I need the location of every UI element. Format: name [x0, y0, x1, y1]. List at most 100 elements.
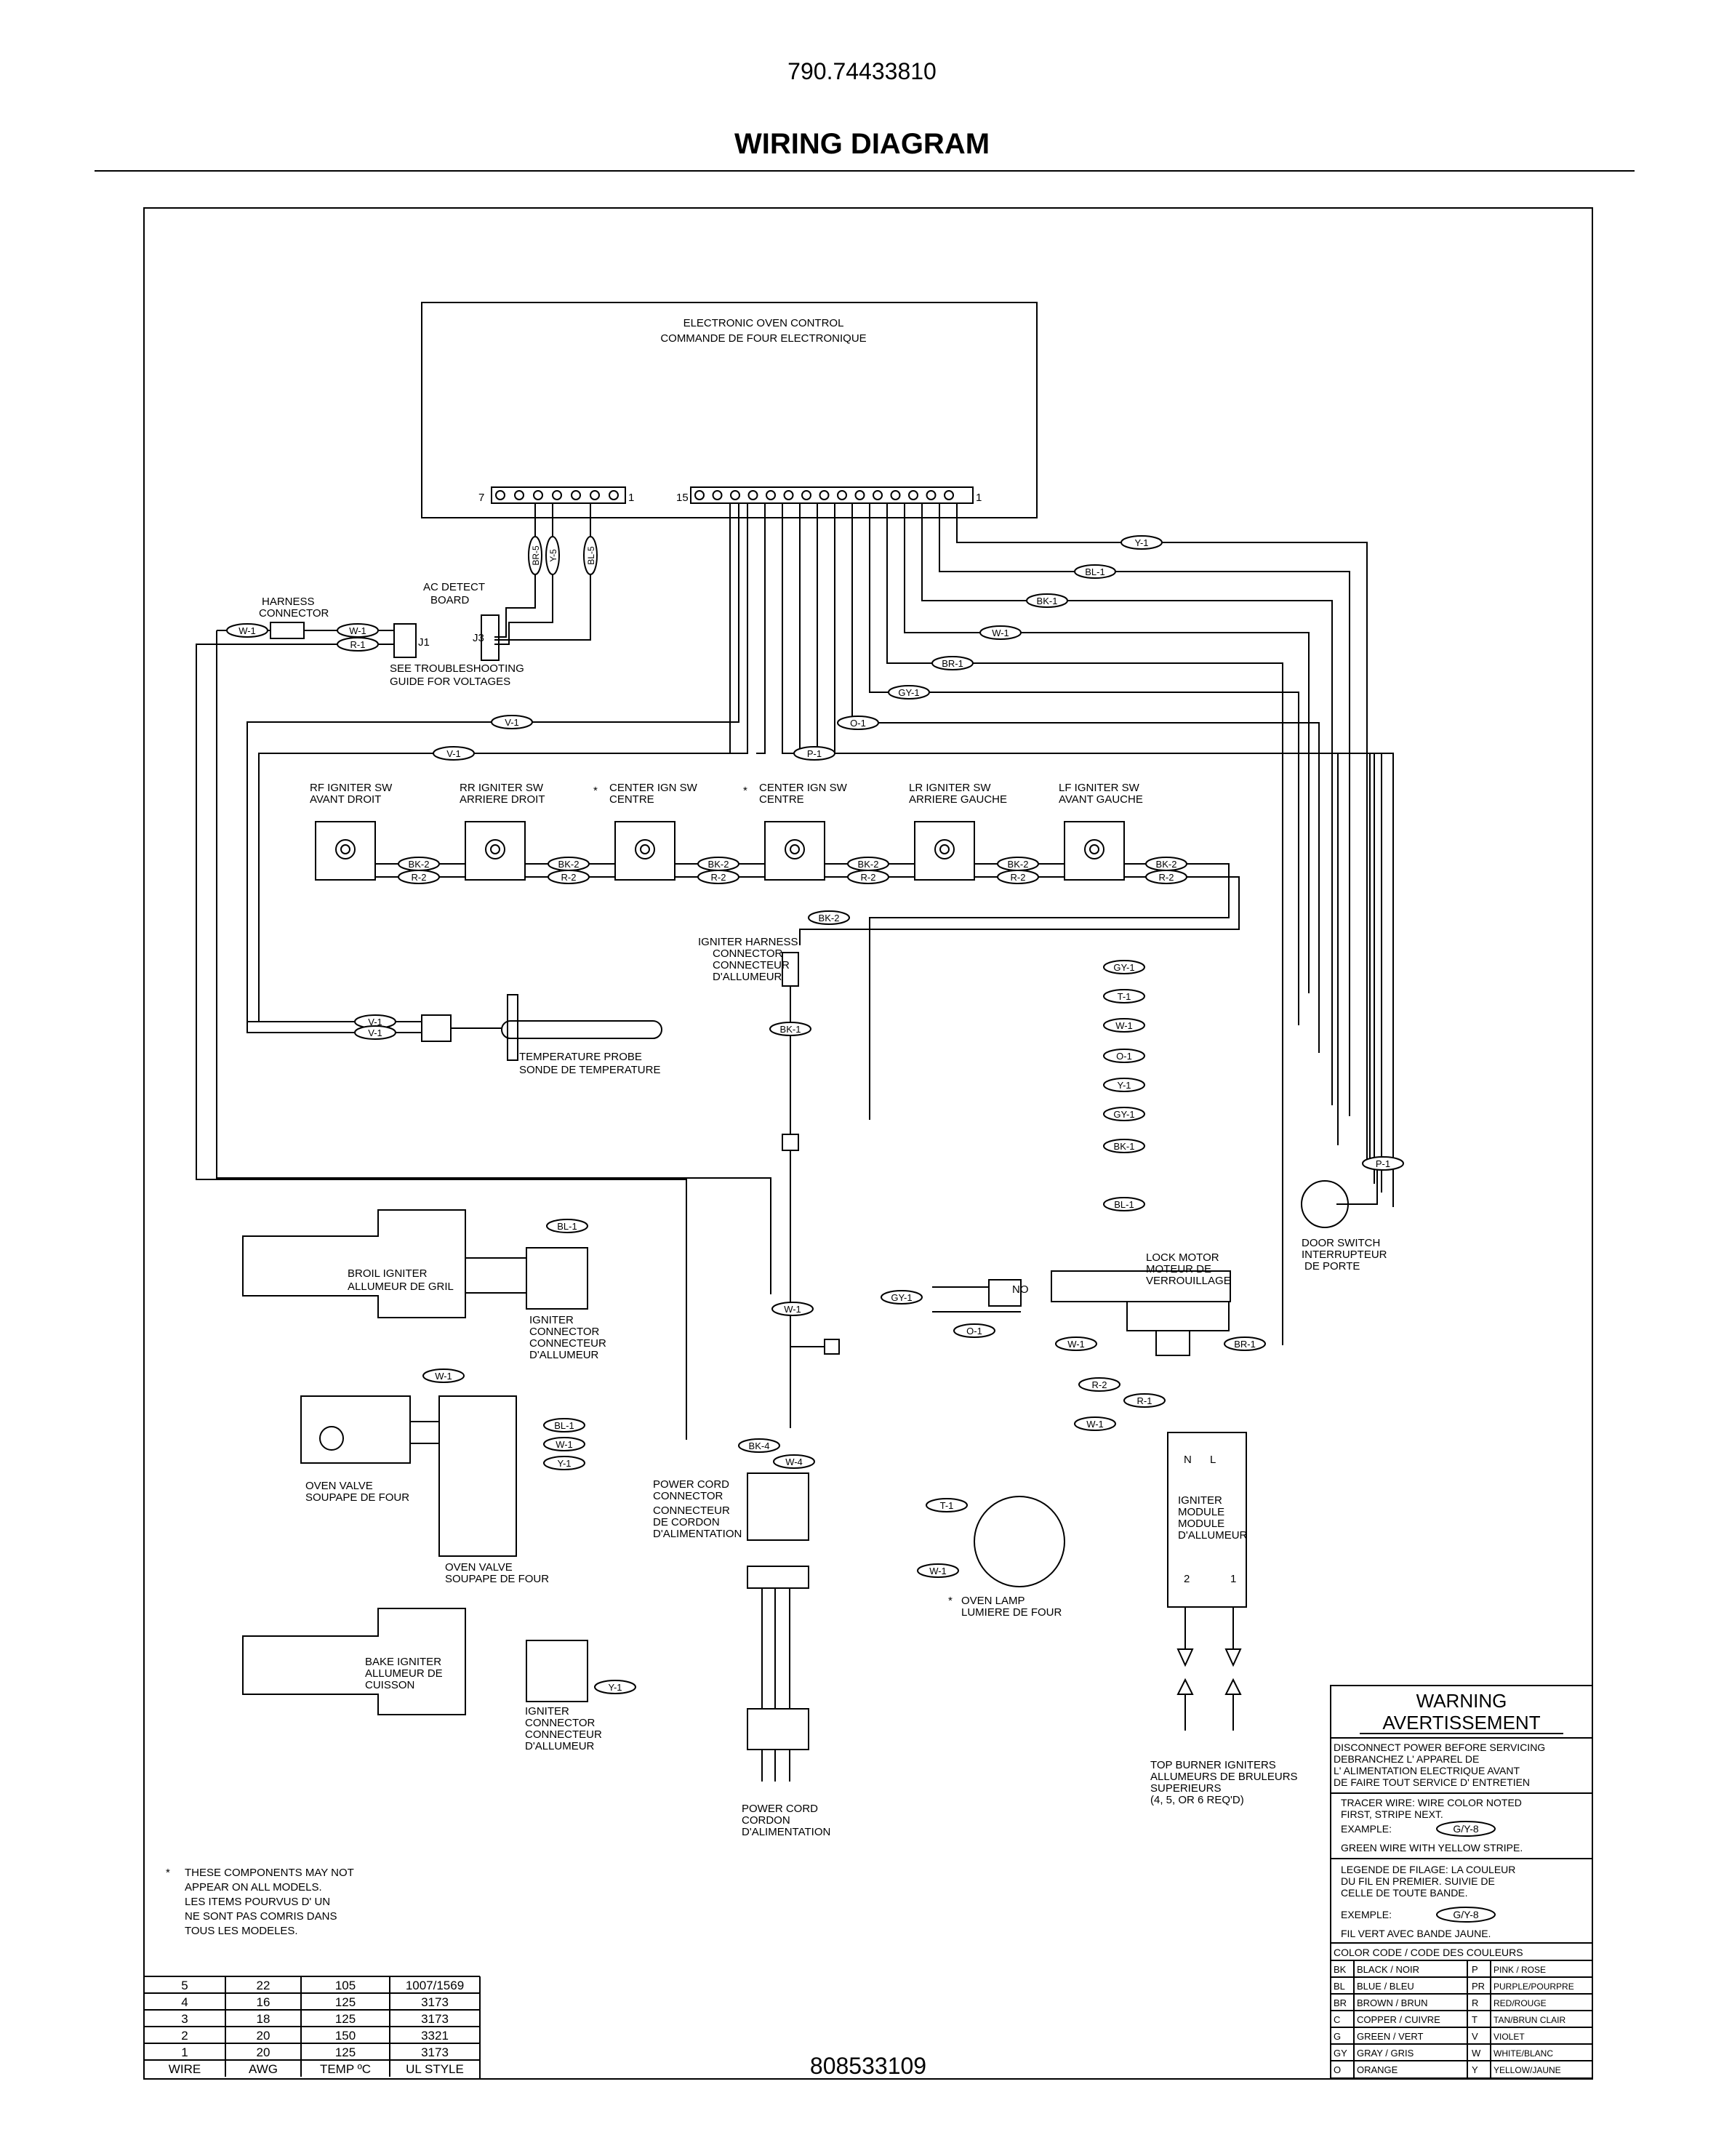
wire-tag-label: BK-2	[409, 859, 430, 870]
warning-text: PURPLE/POURPRE	[1494, 1981, 1574, 1992]
terminal-pin	[890, 490, 901, 500]
lock-motor-label-2: MOTEUR DE	[1146, 1263, 1211, 1275]
wire-tag: BK-2	[398, 857, 440, 871]
oven-lamp	[974, 1496, 1065, 1587]
terminal-pin	[837, 490, 847, 500]
warning-text: PINK / ROSE	[1494, 1965, 1546, 1975]
wire-tag-label: Y-1	[1117, 1080, 1131, 1091]
wire-tag: P-1	[793, 746, 835, 761]
wire-tag: BK-2	[697, 857, 739, 871]
terminal-pin	[712, 490, 723, 500]
terminal-pin	[533, 490, 543, 500]
table-cell: 3173	[421, 1995, 449, 2009]
ac-detect-board: AC DETECT BOARD J1 J3 SEE TROUBLESHOOTIN…	[196, 503, 771, 1440]
wire-tag: V-1	[354, 1025, 396, 1040]
wire-tag: W-4	[773, 1454, 815, 1469]
wire-tag: R-2	[398, 870, 440, 884]
igniter-module-label-1: IGNITER	[1178, 1494, 1222, 1507]
warning-text: DE FAIRE TOUT SERVICE D' ENTRETIEN	[1334, 1776, 1530, 1788]
wire-tag: R-1	[1123, 1393, 1166, 1408]
terminal-pin	[854, 490, 865, 500]
wire-tag-label: BL-1	[1085, 566, 1104, 577]
table-cell: AWG	[249, 2062, 278, 2076]
warning-text: R	[1472, 1997, 1478, 2008]
warning-text: BR	[1334, 1997, 1347, 2008]
table-cell: 105	[335, 1979, 356, 1992]
wire-tag: R-1	[337, 637, 379, 652]
broil-connector-label-4: D'ALLUMEUR	[529, 1349, 599, 1361]
table-cell: 2	[181, 2029, 188, 2043]
door-switch-label-3: DE PORTE	[1304, 1260, 1360, 1273]
power-cord-connector-label-5: D'ALIMENTATION	[653, 1528, 742, 1540]
wire-tag-label: W-1	[238, 625, 256, 636]
wire-tag-label: W-1	[1067, 1339, 1085, 1350]
table-cell: 1007/1569	[406, 1979, 464, 1992]
terminal-pin	[730, 490, 740, 500]
oven-valve-2-label-2: SOUPAPE DE FOUR	[445, 1573, 549, 1585]
troubleshoot-line-2: GUIDE FOR VOLTAGES	[390, 676, 510, 688]
wire-tag-label: GY-1	[891, 1292, 912, 1303]
warning-text: GREEN / VERT	[1357, 2031, 1424, 2042]
eoc-left-terminals	[495, 490, 619, 500]
terminal-pin	[590, 490, 600, 500]
igniter-harness-connector	[782, 952, 799, 1428]
warning-text: BROWN / BRUN	[1357, 1997, 1428, 2008]
table-cell: UL STYLE	[406, 2062, 464, 2076]
wire-tag-label: BL-1	[554, 1420, 574, 1431]
wire-tag-label: BK-2	[819, 913, 840, 923]
harness-connector-label-2: CONNECTOR	[259, 607, 329, 620]
wire-tag-label: Y-1	[1134, 537, 1148, 548]
table-cell: WIRE	[169, 2062, 201, 2076]
oven-lamp-label-1: OVEN LAMP	[961, 1595, 1025, 1607]
wire-tag-label: GY-1	[1113, 962, 1134, 973]
warning-text: DEBRANCHEZ L' APPAREL DE	[1334, 1753, 1479, 1765]
oven-valve-1	[300, 1395, 517, 1557]
igniter-module-label-3: MODULE	[1178, 1518, 1224, 1530]
wire-tag-label: BR-1	[942, 658, 963, 669]
warning-text: BLUE / BLEU	[1357, 1981, 1414, 1992]
top-burner-label-1: TOP BURNER IGNITERS	[1150, 1759, 1276, 1771]
bake-connector-label-2: CONNECTOR	[525, 1717, 596, 1729]
table-cell: 4	[181, 1995, 188, 2009]
wire-tag-label: W-4	[785, 1456, 803, 1467]
wire-tag: O-1	[837, 716, 879, 730]
wire-tag: V-1	[433, 746, 475, 761]
wire-tag: R-2	[997, 870, 1039, 884]
page-title: WIRING DIAGRAM	[734, 128, 990, 160]
wire-tag: Y-1	[1120, 535, 1163, 550]
switch-label-fr: ARRIERE DROIT	[460, 793, 545, 806]
wire-tag-label: W-1	[929, 1566, 947, 1576]
bake-igniter	[242, 1608, 588, 1715]
wire-tag-label: V-1	[505, 717, 519, 728]
table-cell: 1	[181, 2045, 188, 2059]
table-cell: TEMP ºC	[320, 2062, 371, 2076]
wire-tag: W-1	[1074, 1416, 1116, 1431]
door-switch	[1301, 1163, 1378, 1228]
j1-label: J1	[418, 636, 430, 649]
component-labels: IGNITER HARNESS CONNECTOR CONNECTEUR D'A…	[305, 936, 1387, 1838]
power-cord-connector	[747, 1472, 809, 1782]
wire-tag-label: T-1	[1118, 991, 1131, 1002]
warning-text: WARNING	[1416, 1690, 1507, 1712]
warning-text: TRACER WIRE: WIRE COLOR NOTED	[1341, 1797, 1522, 1808]
switch-label-fr: ARRIERE GAUCHE	[909, 793, 1007, 806]
power-cord-label-2: CORDON	[742, 1814, 790, 1827]
wire-tag: BK-1	[1026, 593, 1068, 608]
warning-text: DU FIL EN PREMIER. SUIVIE DE	[1341, 1875, 1495, 1887]
wire-tag: BR-1	[931, 656, 974, 670]
eoc-right-pin-last: 1	[976, 492, 982, 504]
switch-label-fr: CENTRE	[609, 793, 654, 806]
power-cord-label-3: D'ALIMENTATION	[742, 1826, 830, 1838]
wire-tag-label: W-1	[784, 1304, 801, 1315]
wire-tag: GY-1	[1103, 960, 1145, 974]
wire-tag-label: BK-4	[749, 1440, 770, 1451]
warning-text: BLACK / NOIR	[1357, 1964, 1419, 1975]
table-cell: 3173	[421, 2012, 449, 2026]
wire-tag-label: O-1	[850, 718, 866, 729]
top-burner-label-3: SUPERIEURS	[1150, 1782, 1222, 1795]
wire-tag-label: W-1	[1115, 1020, 1133, 1031]
wire-tag: BL-1	[546, 1219, 588, 1233]
warning-text: BK	[1334, 1964, 1347, 1975]
eoc-label-en: ELECTRONIC OVEN CONTROL	[683, 317, 844, 329]
